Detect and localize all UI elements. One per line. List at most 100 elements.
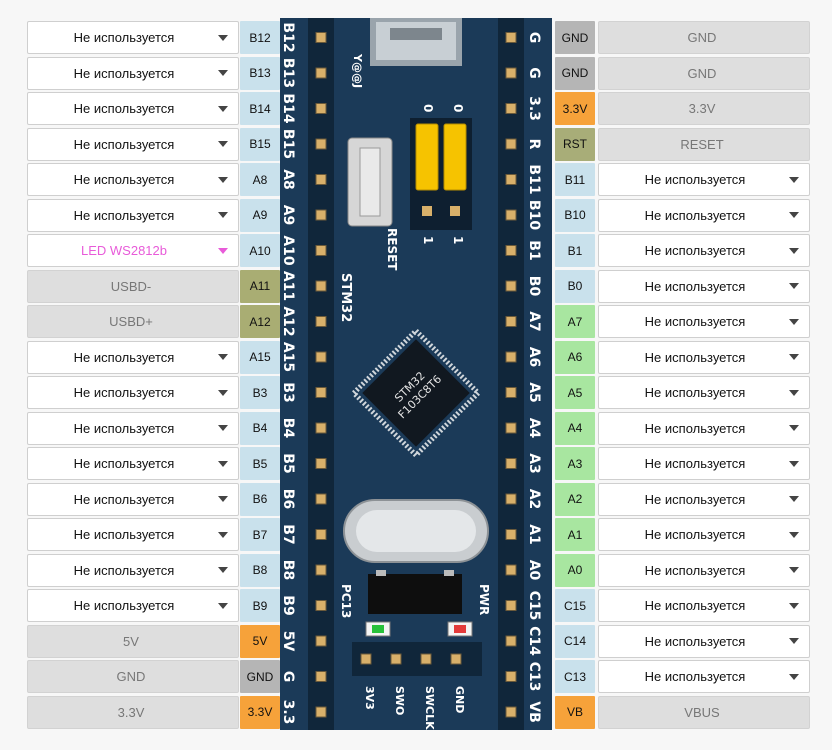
function-select-b14[interactable]: Не используется: [27, 92, 239, 125]
function-value: Не используется: [73, 598, 175, 613]
header-pad-b7: [315, 529, 327, 540]
function-select-b8[interactable]: Не используется: [27, 553, 239, 587]
chevron-down-icon: [218, 212, 228, 218]
swd-pad-3: [450, 653, 462, 665]
board-pin-text-vb: VB: [526, 701, 542, 723]
board-pin-text-a6: A6: [526, 347, 542, 368]
jumper-top-1: 0: [451, 104, 465, 112]
pin-label-a7: A7: [555, 305, 595, 338]
function-value: Не используется: [73, 420, 175, 436]
board-pin-text-a12: A12: [280, 306, 296, 336]
header-pad-b0: [505, 280, 517, 292]
board-pin-text-5v: 5V: [280, 631, 296, 652]
board-pin-text-b10: B10: [526, 200, 542, 230]
function-select-b1[interactable]: Не используется: [598, 234, 810, 267]
chevron-down-icon: [789, 638, 799, 644]
function-select-a9[interactable]: Не используется: [27, 198, 239, 232]
swd-label-3v3: 3V3: [363, 686, 376, 710]
chevron-down-icon: [789, 318, 799, 325]
function-value: Не используется: [73, 172, 175, 187]
pin-label-b10: B10: [555, 198, 595, 232]
pin-label-5v: 5V: [240, 624, 280, 658]
pin-label-a9: A9: [240, 198, 280, 232]
board-pin-text-b1: B1: [526, 240, 542, 260]
function-value: Не используется: [644, 278, 746, 294]
chevron-down-icon: [789, 389, 799, 396]
chevron-down-icon: [789, 176, 799, 183]
function-select-b3[interactable]: Не используется: [27, 376, 239, 409]
function-select-a10[interactable]: LED WS2812b: [27, 234, 239, 267]
left-pin-header: [308, 18, 334, 730]
board-pin-text-b6: B6: [280, 489, 296, 509]
function-select-b15[interactable]: Не используется: [27, 127, 239, 161]
function-select-b13[interactable]: Не используется: [27, 56, 239, 90]
pin-label-b6: B6: [240, 482, 280, 516]
function-select-a7[interactable]: Не используется: [598, 305, 810, 338]
function-select-b0[interactable]: Не используется: [598, 269, 810, 303]
board-pin-text-3-3v: 3.3: [526, 96, 542, 121]
pin-label-b1: B1: [555, 234, 595, 267]
function-select-a2[interactable]: Не используется: [598, 482, 810, 516]
header-pad-c15: [505, 600, 517, 611]
function-select-b4[interactable]: Не используется: [27, 411, 239, 445]
pin-label-a15: A15: [240, 340, 280, 374]
function-value: Не используется: [644, 598, 746, 613]
function-select-a4[interactable]: Не используется: [598, 411, 810, 445]
fixed-function-gnd: GND: [598, 56, 810, 90]
chevron-down-icon: [218, 602, 228, 609]
board-pin-text-a3: A3: [526, 453, 542, 474]
board-pin-text-b12: B12: [280, 22, 296, 52]
function-select-b10[interactable]: Не используется: [598, 198, 810, 232]
function-value: Не используется: [644, 314, 746, 329]
function-value: 3.3V: [117, 704, 145, 720]
function-value: Не используется: [73, 562, 175, 578]
header-pad-c13: [505, 671, 517, 682]
board-pin-text-b11: B11: [526, 164, 542, 194]
header-pad-a2: [505, 493, 517, 505]
function-select-b5[interactable]: Не используется: [27, 447, 239, 480]
header-pad-b15: [315, 138, 327, 150]
chevron-down-icon: [789, 567, 799, 573]
chevron-down-icon: [789, 496, 799, 502]
pin-label-b12: B12: [240, 21, 280, 54]
chevron-down-icon: [218, 496, 228, 502]
function-select-c14[interactable]: Не используется: [598, 624, 810, 658]
function-value: Не используется: [644, 385, 746, 400]
pin-label-gnd: GND: [240, 660, 280, 693]
function-select-a15[interactable]: Не используется: [27, 340, 239, 374]
function-select-c13[interactable]: Не используется: [598, 660, 810, 693]
header-pad-a7: [505, 316, 517, 327]
function-value: Не используется: [73, 349, 175, 365]
function-value: Не используется: [73, 527, 175, 542]
board-pin-text-a4: A4: [526, 418, 542, 439]
header-pad-3-3v: [315, 706, 327, 718]
header-pad-vb: [505, 706, 517, 718]
pin-label-a8: A8: [240, 163, 280, 196]
board-pin-text-a10: A10: [280, 235, 296, 266]
board-pin-text-gnd: G: [526, 32, 542, 44]
function-value: Не используется: [73, 385, 175, 400]
function-select-a6[interactable]: Не используется: [598, 340, 810, 374]
board-pin-text-b7: B7: [280, 524, 296, 544]
board-pin-text-a9: A9: [280, 205, 296, 226]
chevron-down-icon: [218, 567, 228, 573]
function-value: Не используется: [644, 527, 746, 542]
board-pin-text-gnd: G: [526, 67, 542, 79]
pin-label-3-3v: 3.3V: [555, 92, 595, 125]
function-select-b6[interactable]: Не используется: [27, 482, 239, 516]
chevron-down-icon: [218, 354, 228, 360]
function-select-c15[interactable]: Не используется: [598, 589, 810, 622]
board-pin-text-b8: B8: [280, 560, 296, 580]
function-select-a8[interactable]: Не используется: [27, 163, 239, 196]
function-select-a1[interactable]: Не используется: [598, 518, 810, 551]
function-select-b11[interactable]: Не используется: [598, 163, 810, 196]
function-select-a0[interactable]: Не используется: [598, 553, 810, 587]
function-select-b7[interactable]: Не используется: [27, 518, 239, 551]
function-value: Не используется: [644, 633, 746, 649]
function-select-a5[interactable]: Не используется: [598, 376, 810, 409]
function-select-a3[interactable]: Не используется: [598, 447, 810, 480]
function-select-b12[interactable]: Не используется: [27, 21, 239, 54]
chevron-down-icon: [789, 354, 799, 360]
function-select-b9[interactable]: Не используется: [27, 589, 239, 622]
chevron-down-icon: [218, 34, 228, 41]
